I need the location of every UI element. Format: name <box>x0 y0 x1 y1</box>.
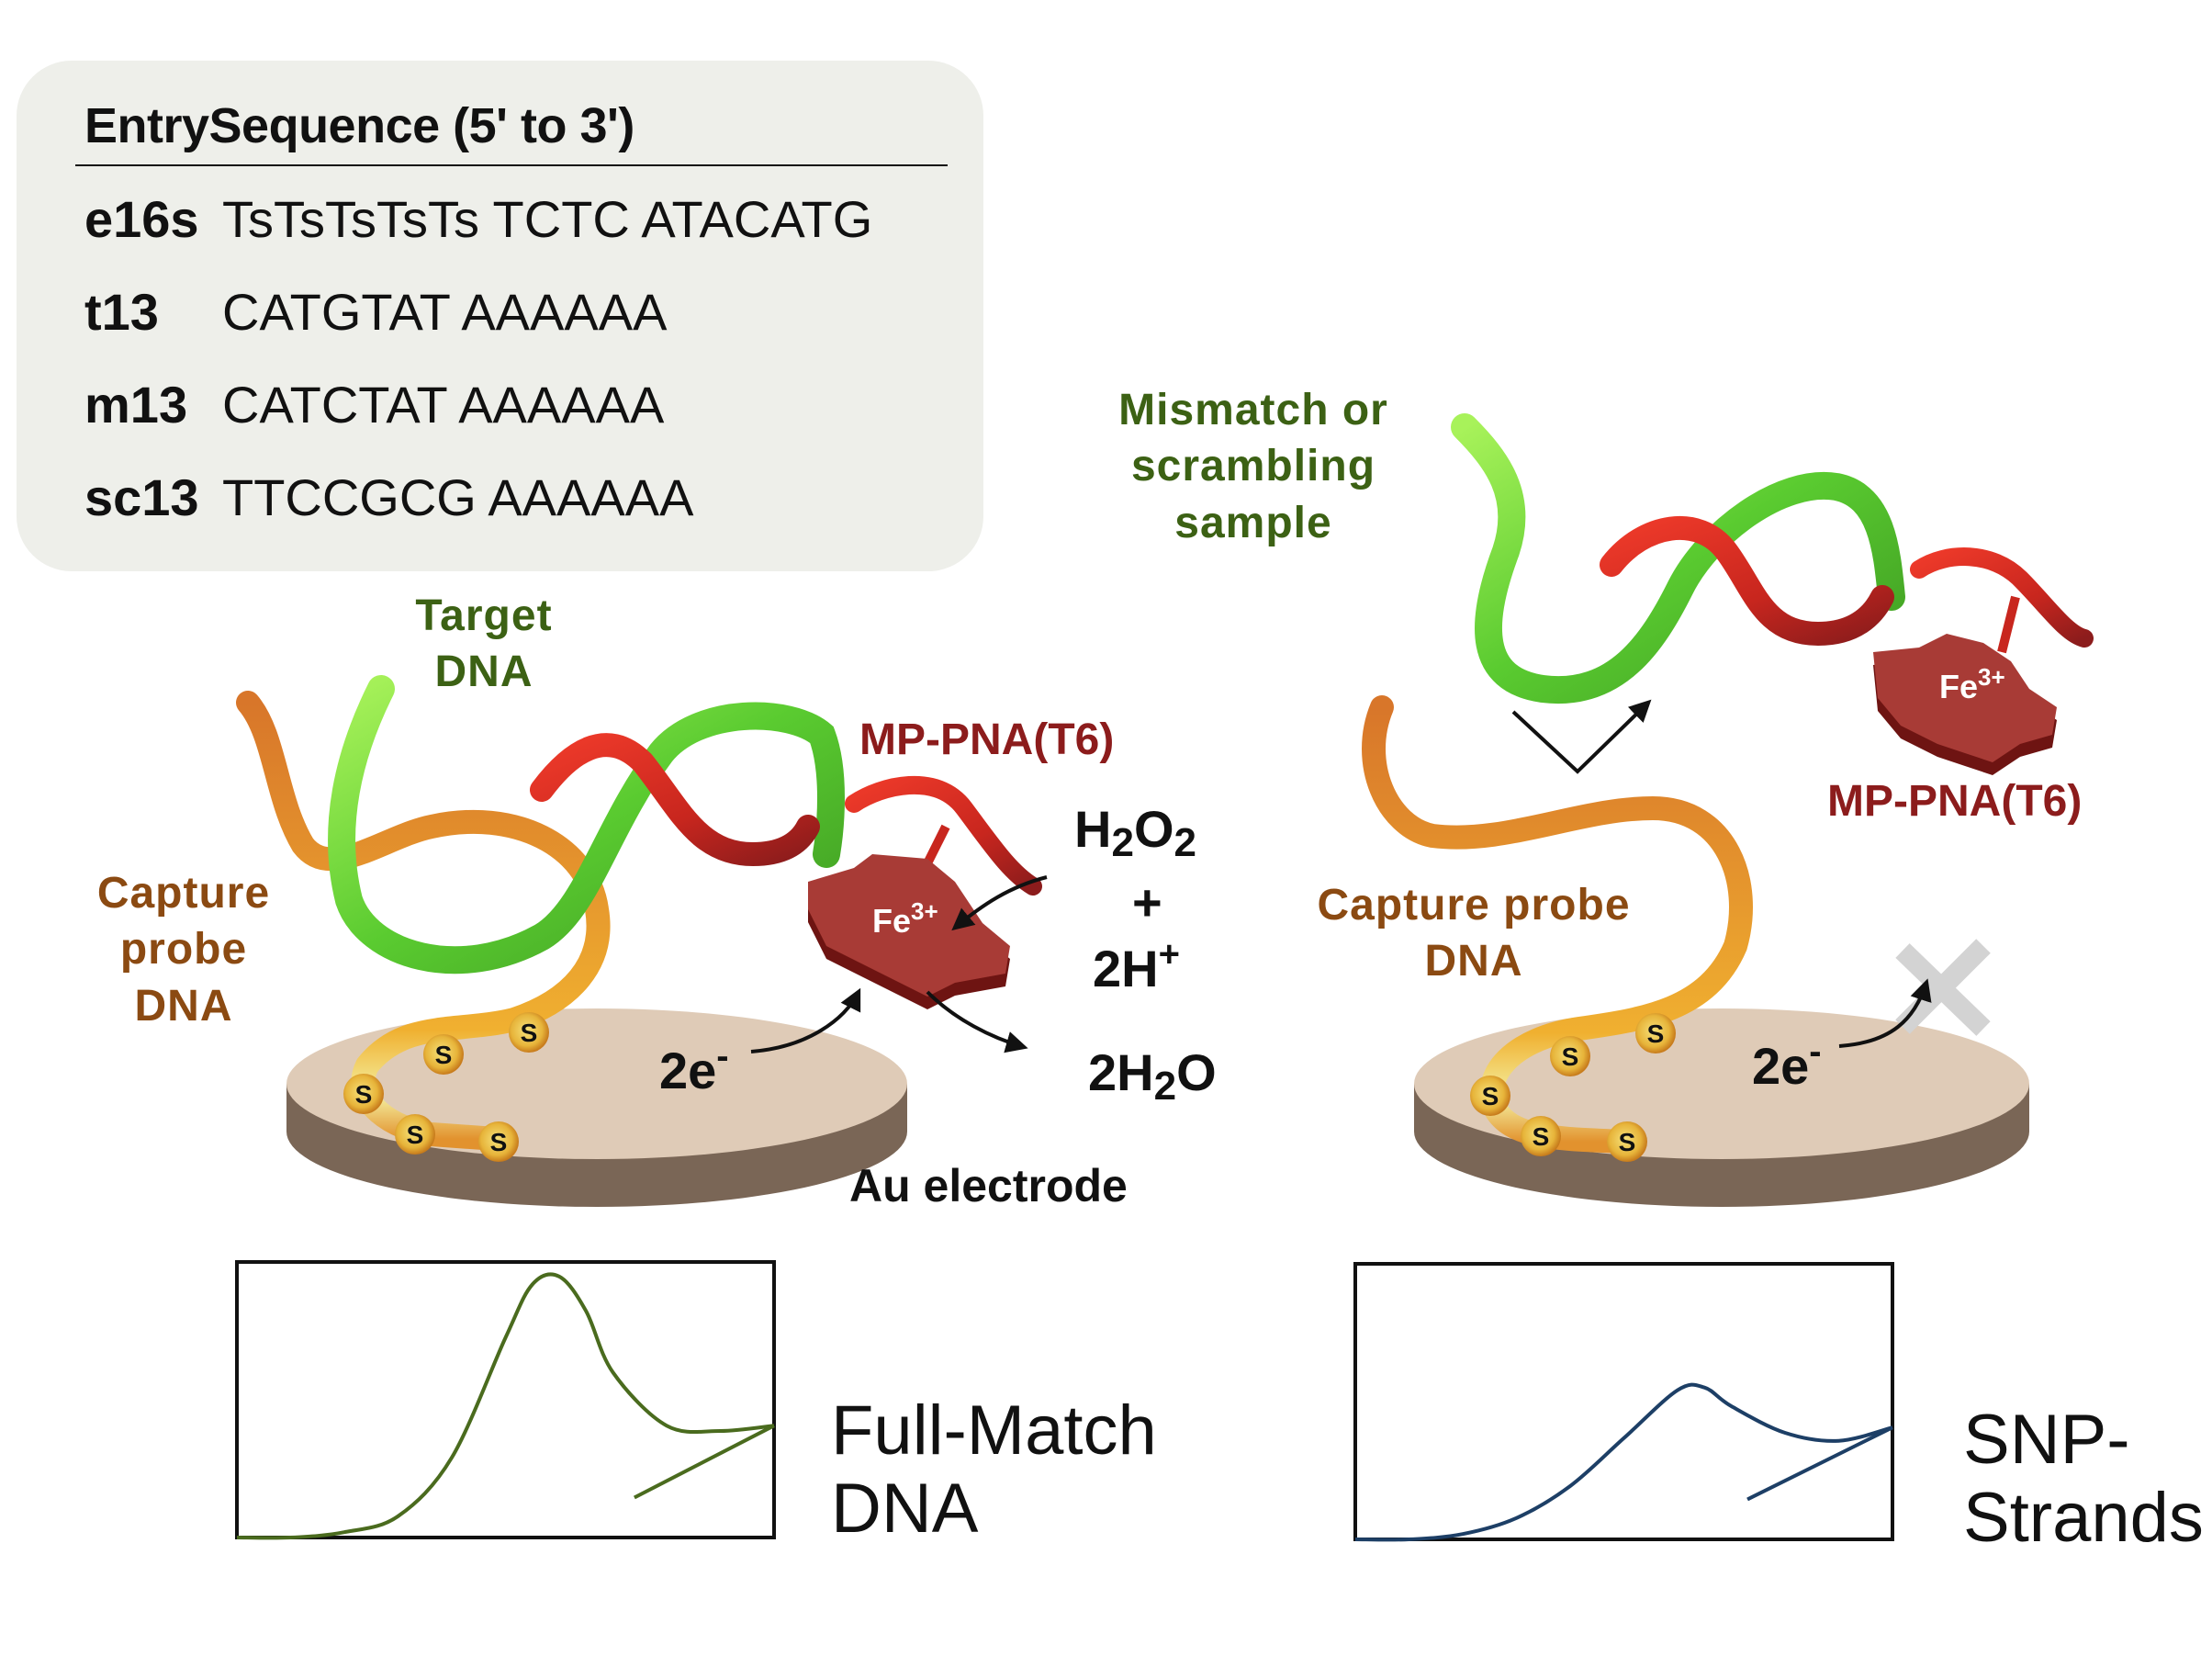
thiol-bead <box>1635 1013 1676 1053</box>
entry-id: t13 <box>84 283 159 341</box>
sequence-table-header: EntrySequence (5' to 3') <box>84 98 634 153</box>
capture-probe-strand <box>236 691 611 1151</box>
entry-sequence: CATGTAT AAAAAA <box>222 283 668 341</box>
entry-sequence: CATCTAT AAAAAA <box>222 376 665 434</box>
thiol-bead <box>509 1012 549 1053</box>
thiol-label: S <box>521 1019 538 1047</box>
porphyrin-fe-left <box>808 854 1010 1009</box>
thiol-bead <box>343 1074 384 1114</box>
thiol-label: S <box>435 1041 453 1069</box>
entry-id: e16s <box>84 190 199 248</box>
pna-strand-tail <box>845 775 1042 896</box>
thiol-bead <box>1550 1036 1590 1076</box>
porphyrin-fe-right <box>1873 634 2057 775</box>
thiol-beads-left <box>343 1012 549 1162</box>
pna-strand <box>530 733 820 867</box>
table-row: e16s TsTsTsTsTs TCTC ATACATG <box>84 189 872 249</box>
x-mark-icon <box>1895 939 1991 1036</box>
plus-sign: + <box>1132 873 1162 931</box>
curve-forward-sweep <box>1354 1382 1893 1542</box>
thiol-label: S <box>1533 1122 1550 1151</box>
entry-id: sc13 <box>84 468 199 526</box>
chart-snp-strands <box>1353 1262 1894 1542</box>
blocked-electron-arrow <box>1838 978 1932 1048</box>
electrode-label: Au electrode <box>849 1160 1128 1211</box>
curve-return-sweep <box>1746 1425 1893 1502</box>
entry-id: m13 <box>84 376 188 434</box>
target-dna-strand <box>328 675 845 974</box>
entry-sequence: TTCCGCG AAAAAA <box>222 468 694 526</box>
thiol-bead <box>1521 1116 1561 1156</box>
water-label: 2H2O <box>1088 1043 1217 1109</box>
header-divider <box>75 164 948 166</box>
mp-pna-label: MP-PNA(T6) <box>1827 777 2083 826</box>
sequence-table: EntrySequence (5' to 3') e16s TsTsTsTsTs … <box>17 61 983 571</box>
thiol-label: S <box>355 1080 373 1109</box>
thiol-bead <box>478 1121 519 1162</box>
table-row: sc13 TTCCGCG AAAAAA <box>84 468 693 527</box>
pna-strand <box>1600 516 1894 647</box>
chart-full-match <box>235 1260 776 1540</box>
curve-return-sweep <box>633 1424 775 1500</box>
thiol-bead <box>1607 1121 1647 1162</box>
proton-label: 2H+ <box>1093 934 1180 997</box>
thiol-label: S <box>1619 1128 1636 1156</box>
table-row: t13 CATGTAT AAAAAA <box>84 282 667 342</box>
thiol-bead <box>1470 1076 1510 1116</box>
fe-ion-label: Fe3+ <box>1939 663 2005 705</box>
snp-strands-label: SNP-Strands <box>1963 1401 2204 1558</box>
thiol-beads-right <box>1470 1013 1676 1162</box>
thiol-bead <box>423 1034 464 1075</box>
entry-sequence: TsTsTsTsTs TCTC ATACATG <box>222 190 873 248</box>
electron-transfer-arrow <box>750 987 861 1053</box>
thiol-label: S <box>407 1121 424 1149</box>
thiol-labels: S S S S S S S S S S <box>355 1019 1665 1156</box>
thiol-label: S <box>490 1128 508 1156</box>
curve-forward-sweep <box>236 1272 775 1540</box>
mp-pna-label: MP-PNA(T6) <box>859 715 1115 764</box>
fe-ion-label: Fe3+ <box>872 897 938 940</box>
pna-linker <box>1997 595 2020 654</box>
reactant-arrow <box>951 875 1048 931</box>
thiol-bead <box>395 1114 435 1155</box>
thiol-label: S <box>1562 1042 1579 1071</box>
h2o2-label: H2O2 <box>1074 800 1196 865</box>
release-arrow <box>1511 699 1652 774</box>
thiol-label: S <box>1647 1020 1665 1048</box>
pna-strand-tail <box>1910 547 2094 648</box>
electron-label: 2e- <box>1752 1031 1822 1095</box>
table-row: m13 CATCTAT AAAAAA <box>84 375 664 434</box>
electron-label: 2e- <box>659 1036 729 1099</box>
thiol-label: S <box>1482 1082 1499 1110</box>
mismatch-dna-strand <box>1451 413 1905 704</box>
chart-frame <box>1353 1262 1894 1541</box>
chart-frame <box>235 1260 776 1539</box>
product-arrow <box>926 990 1028 1053</box>
